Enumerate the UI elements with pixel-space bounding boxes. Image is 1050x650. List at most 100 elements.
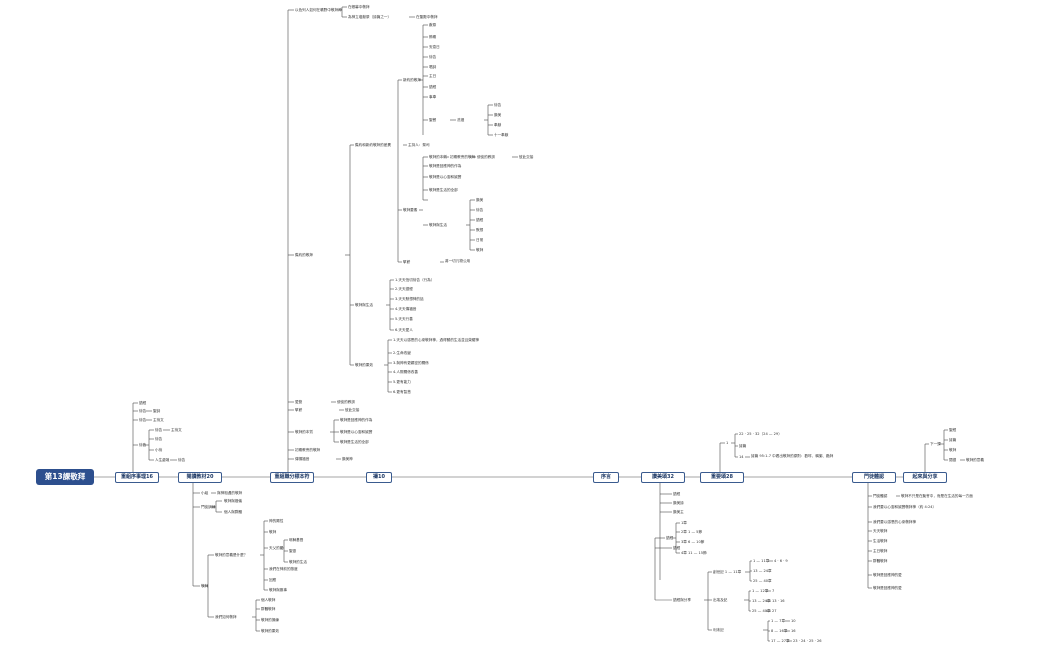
node-label: 敬拜是以心靈和誠實 [429, 174, 462, 179]
node-label: 聖經 [949, 427, 957, 432]
node-label: 十一奉獻 [494, 132, 509, 137]
node-label: 敬拜的果效 [355, 362, 373, 367]
node-label: 禱告 [178, 457, 186, 462]
node-label: 2章 1 — 5節 [681, 529, 703, 534]
main-node[interactable]: 序言 [593, 472, 619, 483]
main-node[interactable]: 重組序事理16 [115, 472, 159, 483]
node-label: 主日 [429, 73, 437, 78]
node-label: 禱告 [155, 436, 163, 441]
node-label: 聖靈 [289, 548, 297, 553]
node-label: 敬拜不只是在聚會中，而是在生活的每一方面 [901, 493, 973, 498]
node-label: 2.天天讀經 [395, 286, 413, 291]
node-label: 敬拜是回應神的愛 [873, 572, 902, 577]
node-label: 我們要以心靈和誠實敬拜神（約 4:24） [873, 504, 937, 509]
node-label: 獻祭 [429, 22, 437, 27]
main-node[interactable]: 門徒體認 [852, 472, 896, 483]
node-label: 出埃及記 [713, 597, 728, 602]
node-label: 4.天天傳福音 [395, 306, 417, 311]
node-label: 禱告 [429, 54, 437, 59]
main-node[interactable]: 重組職分標本符 [270, 472, 314, 483]
node-label: 我們要以感恩的心來敬拜神 [873, 519, 917, 524]
node-label: 小組 [201, 490, 209, 495]
node-label: 讚美 [494, 112, 502, 117]
node-label: 27 [772, 608, 777, 613]
node-label: 敬拜要素 [403, 207, 418, 212]
node-label: 敬拜 [949, 447, 957, 452]
node-label: 群體敬拜 [261, 606, 276, 611]
node-label: 彼此交接 [345, 407, 360, 412]
node-label: 以色列人如何在曠野中敬拜神 [295, 7, 342, 12]
node-label: 17 — 27章 [771, 638, 790, 643]
node-label: 下一課 [930, 441, 941, 446]
node-label: 敬拜是回應神的作為 [429, 163, 462, 168]
node-label: 讚美主 [673, 509, 684, 514]
node-label: 使徒的教訓 [337, 399, 355, 404]
main-node[interactable]: 重要頌28 [700, 472, 744, 483]
node-label: 敬拜的本質 [429, 154, 447, 159]
node-label: 7 [772, 588, 775, 593]
node-label: 25 — 40章 [752, 608, 771, 613]
node-label: 人生處境 [155, 457, 170, 462]
node-label: 節期 [429, 34, 437, 39]
node-label: 敬拜的操練 [261, 617, 279, 622]
node-label: 4 · 6 · 9 [774, 558, 788, 563]
node-label: 5.更有能力 [393, 379, 411, 384]
node-label: 安息日 [429, 44, 440, 49]
node-label: 主持人：祭司 [408, 142, 430, 147]
node-label: 門徒訓練 [201, 504, 216, 509]
node-label: 敬拜 [201, 583, 209, 588]
node-label: 6.更有智慧 [393, 389, 411, 394]
node-label: 1 [726, 440, 729, 445]
node-label: 默想 [476, 227, 484, 232]
node-label: 6.天天愛人 [395, 327, 413, 332]
node-label: 4章 11 — 15節 [681, 550, 707, 555]
node-label: 3.天天默想神的話 [395, 296, 424, 301]
node-label: 25 — 40章 [753, 578, 772, 583]
node-label: 13 — 24章 [752, 598, 771, 603]
node-label: 10 [791, 618, 796, 623]
node-label: 愛筵 [295, 399, 303, 404]
node-label: 16 [791, 628, 796, 633]
main-node[interactable]: 起來與分享 [903, 472, 947, 483]
node-label: 禱告 [139, 442, 147, 447]
node-label: 敬拜的本質 [295, 429, 313, 434]
node-label: 生活敬拜 [873, 538, 888, 543]
node-label: 詩篇 [949, 437, 957, 442]
main-node[interactable]: 禱10 [366, 472, 392, 483]
node-label: 敬拜與禮儀 [224, 498, 242, 503]
root-node[interactable]: 第13課敬拜 [36, 469, 94, 485]
node-label: 擘餅 [295, 407, 303, 412]
node-label: 天天敬拜 [873, 528, 888, 533]
node-label: 小禱 [155, 447, 163, 452]
node-label: 13 · 16 [772, 598, 785, 603]
node-label: 舊約的敬拜 [295, 252, 313, 257]
node-label: 初期教會的敬拜 [295, 447, 321, 452]
node-label: 敬拜是生活的全部 [429, 187, 458, 192]
node-label: 聖餐 [429, 117, 437, 122]
node-label: 敬拜是回應神的作為 [340, 417, 373, 422]
node-label: 讀經 [666, 535, 674, 540]
node-label: 1.天天恆切禱告（行為） [395, 277, 435, 282]
node-label: 在聖殿中敬拜 [416, 14, 438, 19]
main-node[interactable]: 閱讀教材20 [178, 472, 222, 483]
node-label: 我們在神前的態度 [269, 566, 298, 571]
node-label: 群體敬拜 [873, 558, 888, 563]
node-label: 新約的敬拜 [403, 77, 421, 82]
node-label: 13 — 24章 [753, 568, 772, 573]
main-node[interactable]: 讚美頌32 [641, 472, 685, 483]
node-label: 創世記 1 — 11章 [713, 569, 742, 574]
node-label: 敬拜是回應神的愛 [873, 585, 902, 590]
node-label: 將一切凡物公用 [445, 258, 471, 263]
node-label: 詩篇 95:1-7 中看出敬拜的原則：歡呼、稱謝、跪拜 [751, 453, 834, 458]
node-label: 讀經與分享 [673, 597, 691, 602]
node-label: 讀經 [476, 217, 484, 222]
node-label: 4.人際關係改善 [393, 369, 418, 374]
node-label: 洗禮 [457, 117, 465, 122]
node-label: 讚美 [476, 197, 484, 202]
node-label: 主禱文 [153, 417, 164, 422]
node-label: 奉獻 [494, 122, 502, 127]
node-label: 敬拜 [476, 247, 484, 252]
node-label: 與神相遇的敬拜 [217, 490, 243, 495]
node-label: 5.天天行善 [395, 316, 413, 321]
node-label: 舊約和新約敬拜的差異 [355, 142, 391, 147]
